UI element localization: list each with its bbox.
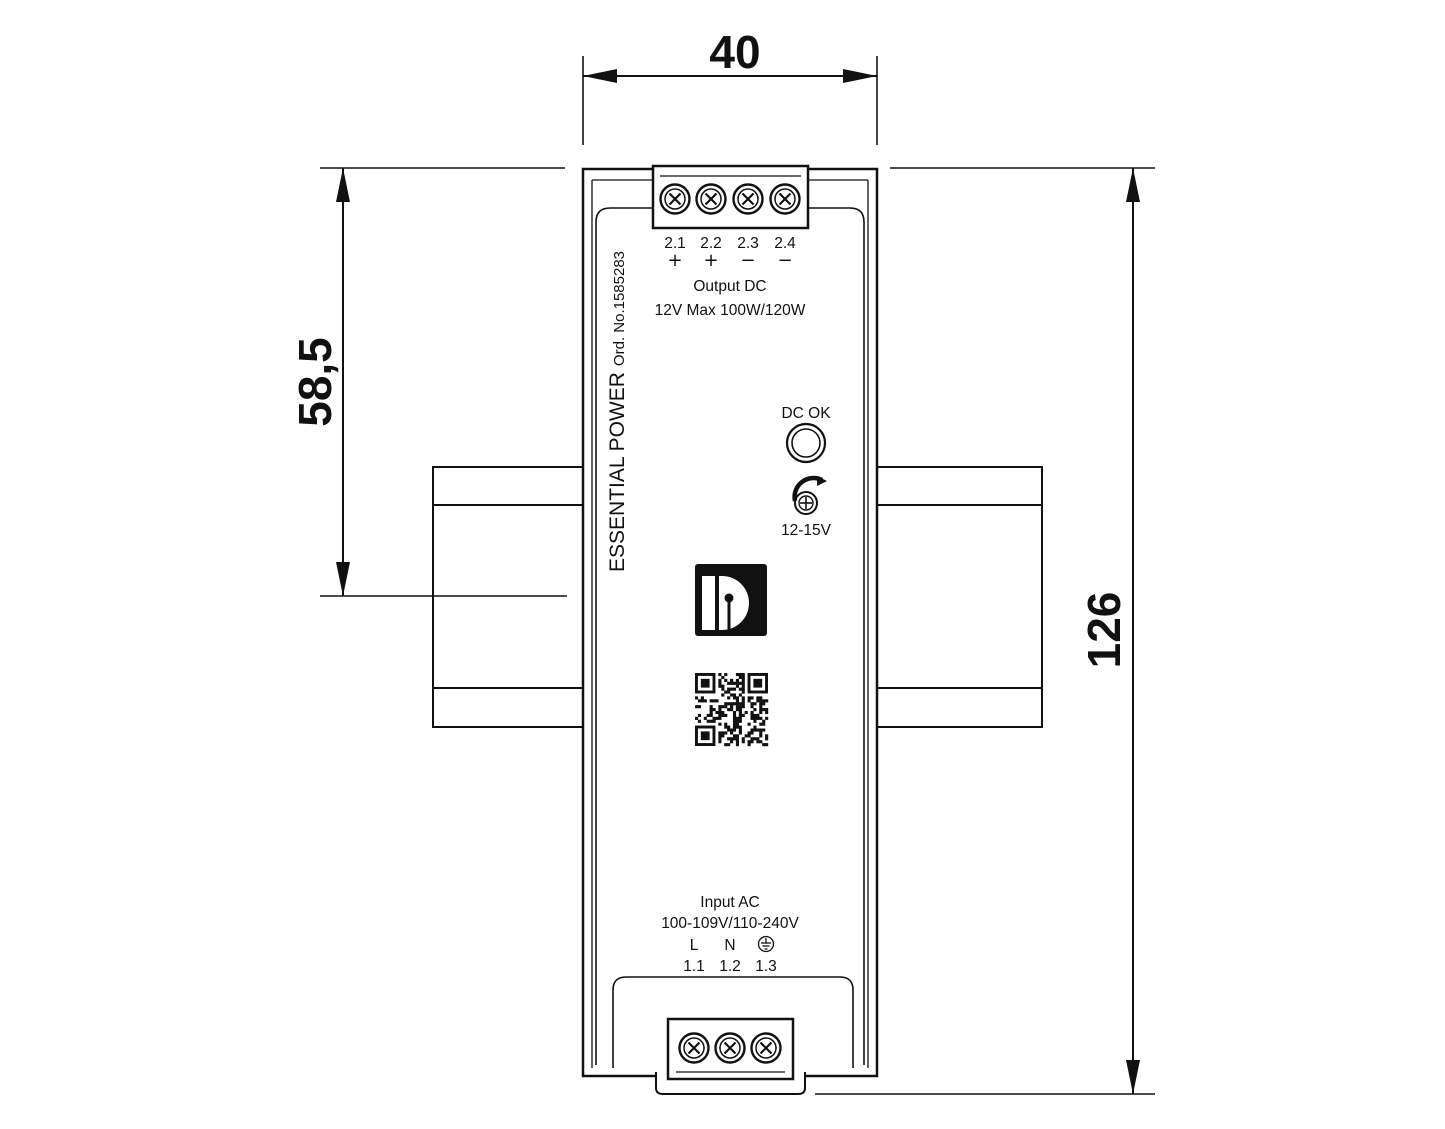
output-rating: 12V Max 100W/120W [655, 302, 806, 319]
input-terminal-block [612, 976, 854, 1095]
terminal-screw-icon [695, 183, 727, 215]
dc-ok-label: DC OK [781, 405, 831, 422]
output-labels: 2.1+2.2+2.3−2.4− Output DC 12V Max 100W/… [655, 235, 806, 319]
terminal-screw-icon [769, 183, 801, 215]
conductor-label-l: L [690, 937, 699, 954]
dimension-width-label: 40 [709, 26, 760, 78]
din-rail [432, 466, 1043, 728]
output-title: Output DC [693, 278, 766, 295]
dimension-upper-height-label: 58,5 [289, 337, 341, 427]
dimension-total-height [815, 167, 1155, 1095]
terminal-screw-icon [750, 1032, 782, 1064]
input-labels: Input AC 100-109V/110-240V L N 1.1 1.2 1.3 [661, 894, 799, 975]
input-terminal-label: 1.1 [683, 958, 705, 975]
terminal-screw-icon [714, 1032, 746, 1064]
potentiometer-icon [792, 475, 827, 515]
ground-icon [757, 935, 775, 953]
dc-ok-indicator: DC OK [781, 405, 831, 464]
output-terminal-label: 2.4 [774, 235, 796, 252]
polarity-label: + [667, 250, 682, 271]
polarity-label: − [777, 250, 792, 271]
brand-text: ESSENTIAL POWEROrd. No.1585283 [606, 251, 629, 572]
input-rating: 100-109V/110-240V [661, 915, 799, 932]
terminal-screw-icon [678, 1032, 710, 1064]
output-terminal-block [651, 164, 810, 230]
device-housing [581, 167, 879, 1078]
polarity-label: + [703, 250, 718, 271]
output-terminal-label: 2.2 [700, 235, 722, 252]
led-indicator-icon [785, 422, 827, 464]
terminal-screw-icon [732, 183, 764, 215]
output-terminal-label: 2.1 [664, 235, 686, 252]
phoenix-contact-logo [695, 564, 767, 636]
conductor-label-n: N [724, 937, 735, 954]
qr-code-icon [695, 673, 769, 747]
dimension-upper-height [320, 167, 567, 597]
polarity-label: − [740, 250, 755, 271]
dimension-width [582, 56, 878, 145]
input-title: Input AC [700, 894, 759, 911]
adjust-range-label: 12-15V [781, 522, 832, 539]
dimension-total-height-label: 126 [1078, 592, 1130, 669]
terminal-screw-icon [659, 183, 691, 215]
input-terminal-label: 1.2 [719, 958, 741, 975]
input-terminal-label: 1.3 [755, 958, 777, 975]
output-terminal-label: 2.3 [737, 235, 759, 252]
